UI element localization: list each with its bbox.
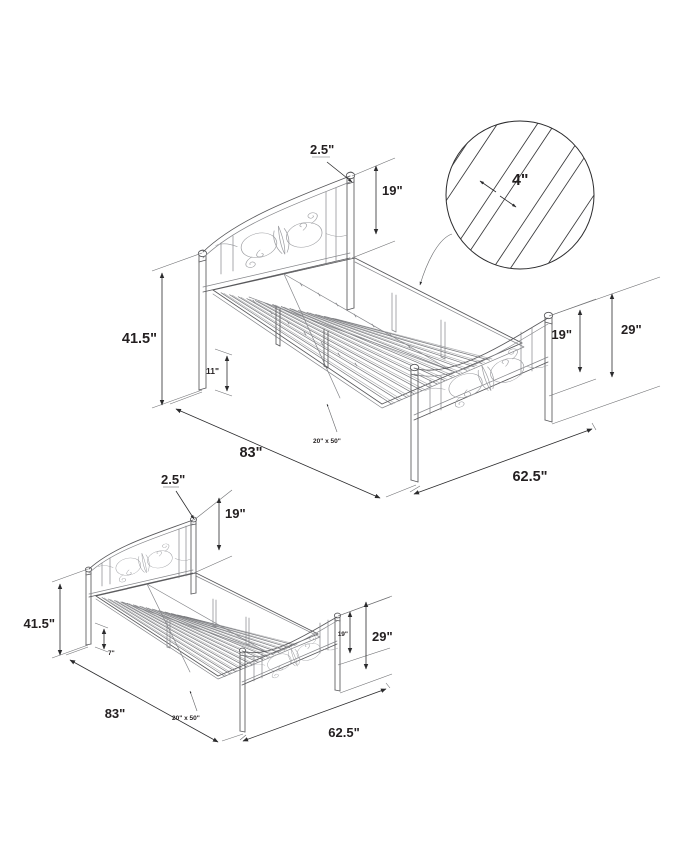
dim-upper-width: 62.5" xyxy=(409,422,597,495)
label-upper-center-support: 20" x 50" xyxy=(313,438,341,445)
dim-lower-post-diameter: 2.5" xyxy=(161,472,195,520)
label-upper-post-diameter: 2.5" xyxy=(310,142,334,157)
lower-footboard xyxy=(238,612,342,733)
upper-view: 2.5" 19" 41.5" 11" 83" xyxy=(122,142,661,499)
label-lower-width: 62.5" xyxy=(328,725,359,740)
label-upper-length: 83" xyxy=(239,445,262,461)
detail-circle-outline xyxy=(445,120,595,270)
dim-lower-footboard-29: 29" xyxy=(337,595,393,694)
label-lower-footboard-29: 29" xyxy=(372,629,393,644)
upper-slat-deck xyxy=(212,257,525,409)
label-upper-footboard-29: 29" xyxy=(621,322,642,337)
upper-headboard xyxy=(197,171,356,391)
lower-center-support-legs xyxy=(166,598,250,649)
callout-lower-center-support: 20" x 50" xyxy=(172,690,200,722)
upper-center-support-legs xyxy=(275,292,446,369)
label-lower-footboard-19: 19" xyxy=(338,631,348,638)
dim-upper-footboard-29: 29" xyxy=(548,276,661,425)
dim-lower-width: 62.5" xyxy=(239,682,391,742)
label-upper-headboard-19: 19" xyxy=(382,183,403,198)
dim-lower-headboard-19: 19" xyxy=(193,489,246,574)
dim-lower-clearance: 7" xyxy=(94,622,115,657)
dim-lower-total-height: 41.5" xyxy=(24,568,89,659)
dim-upper-length: 83" xyxy=(169,391,417,499)
label-lower-length: 83" xyxy=(105,706,126,721)
dim-upper-headboard-19: 19" xyxy=(351,157,403,259)
callout-upper-center-support: 20" x 50" xyxy=(313,403,341,445)
dim-detail-slat-spacing: 4" xyxy=(479,172,528,208)
label-lower-headboard-19: 19" xyxy=(225,506,246,521)
dim-upper-post-diameter: 2.5" xyxy=(310,142,353,183)
label-lower-post-diameter: 2.5" xyxy=(161,472,185,487)
label-upper-clearance: 11" xyxy=(206,366,219,376)
label-upper-total-height: 41.5" xyxy=(122,331,157,347)
lower-view: 2.5" 19" 41.5" 7" 83" xyxy=(24,472,393,743)
label-upper-width: 62.5" xyxy=(512,469,547,485)
label-lower-center-support: 20" x 50" xyxy=(172,715,200,722)
slat-spacing-detail-callout: 4" xyxy=(419,120,595,286)
label-lower-total-height: 41.5" xyxy=(24,616,55,631)
label-upper-footboard-19: 19" xyxy=(551,327,572,342)
dim-lower-length: 83" xyxy=(65,646,244,743)
dim-upper-clearance: 11" xyxy=(206,348,233,397)
label-detail-4in: 4" xyxy=(512,172,528,189)
dim-upper-total-height: 41.5" xyxy=(122,252,203,409)
label-lower-clearance: 7" xyxy=(108,650,115,657)
